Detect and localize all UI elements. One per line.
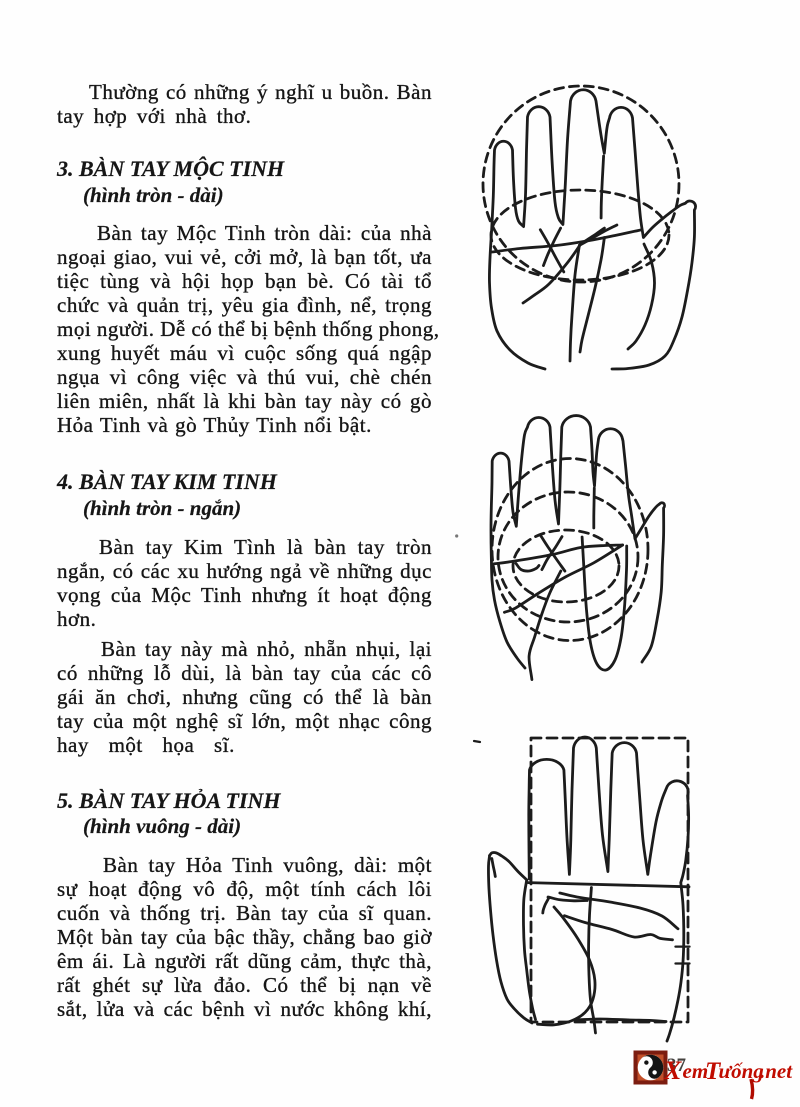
svg-text:.net: .net — [760, 1059, 793, 1083]
svg-text:T: T — [705, 1058, 722, 1085]
svg-text:37: 37 — [667, 1055, 687, 1076]
svg-text:em: em — [683, 1059, 709, 1083]
svg-text:X: X — [663, 1056, 682, 1085]
svg-text:ưống: ưống — [719, 1059, 764, 1083]
